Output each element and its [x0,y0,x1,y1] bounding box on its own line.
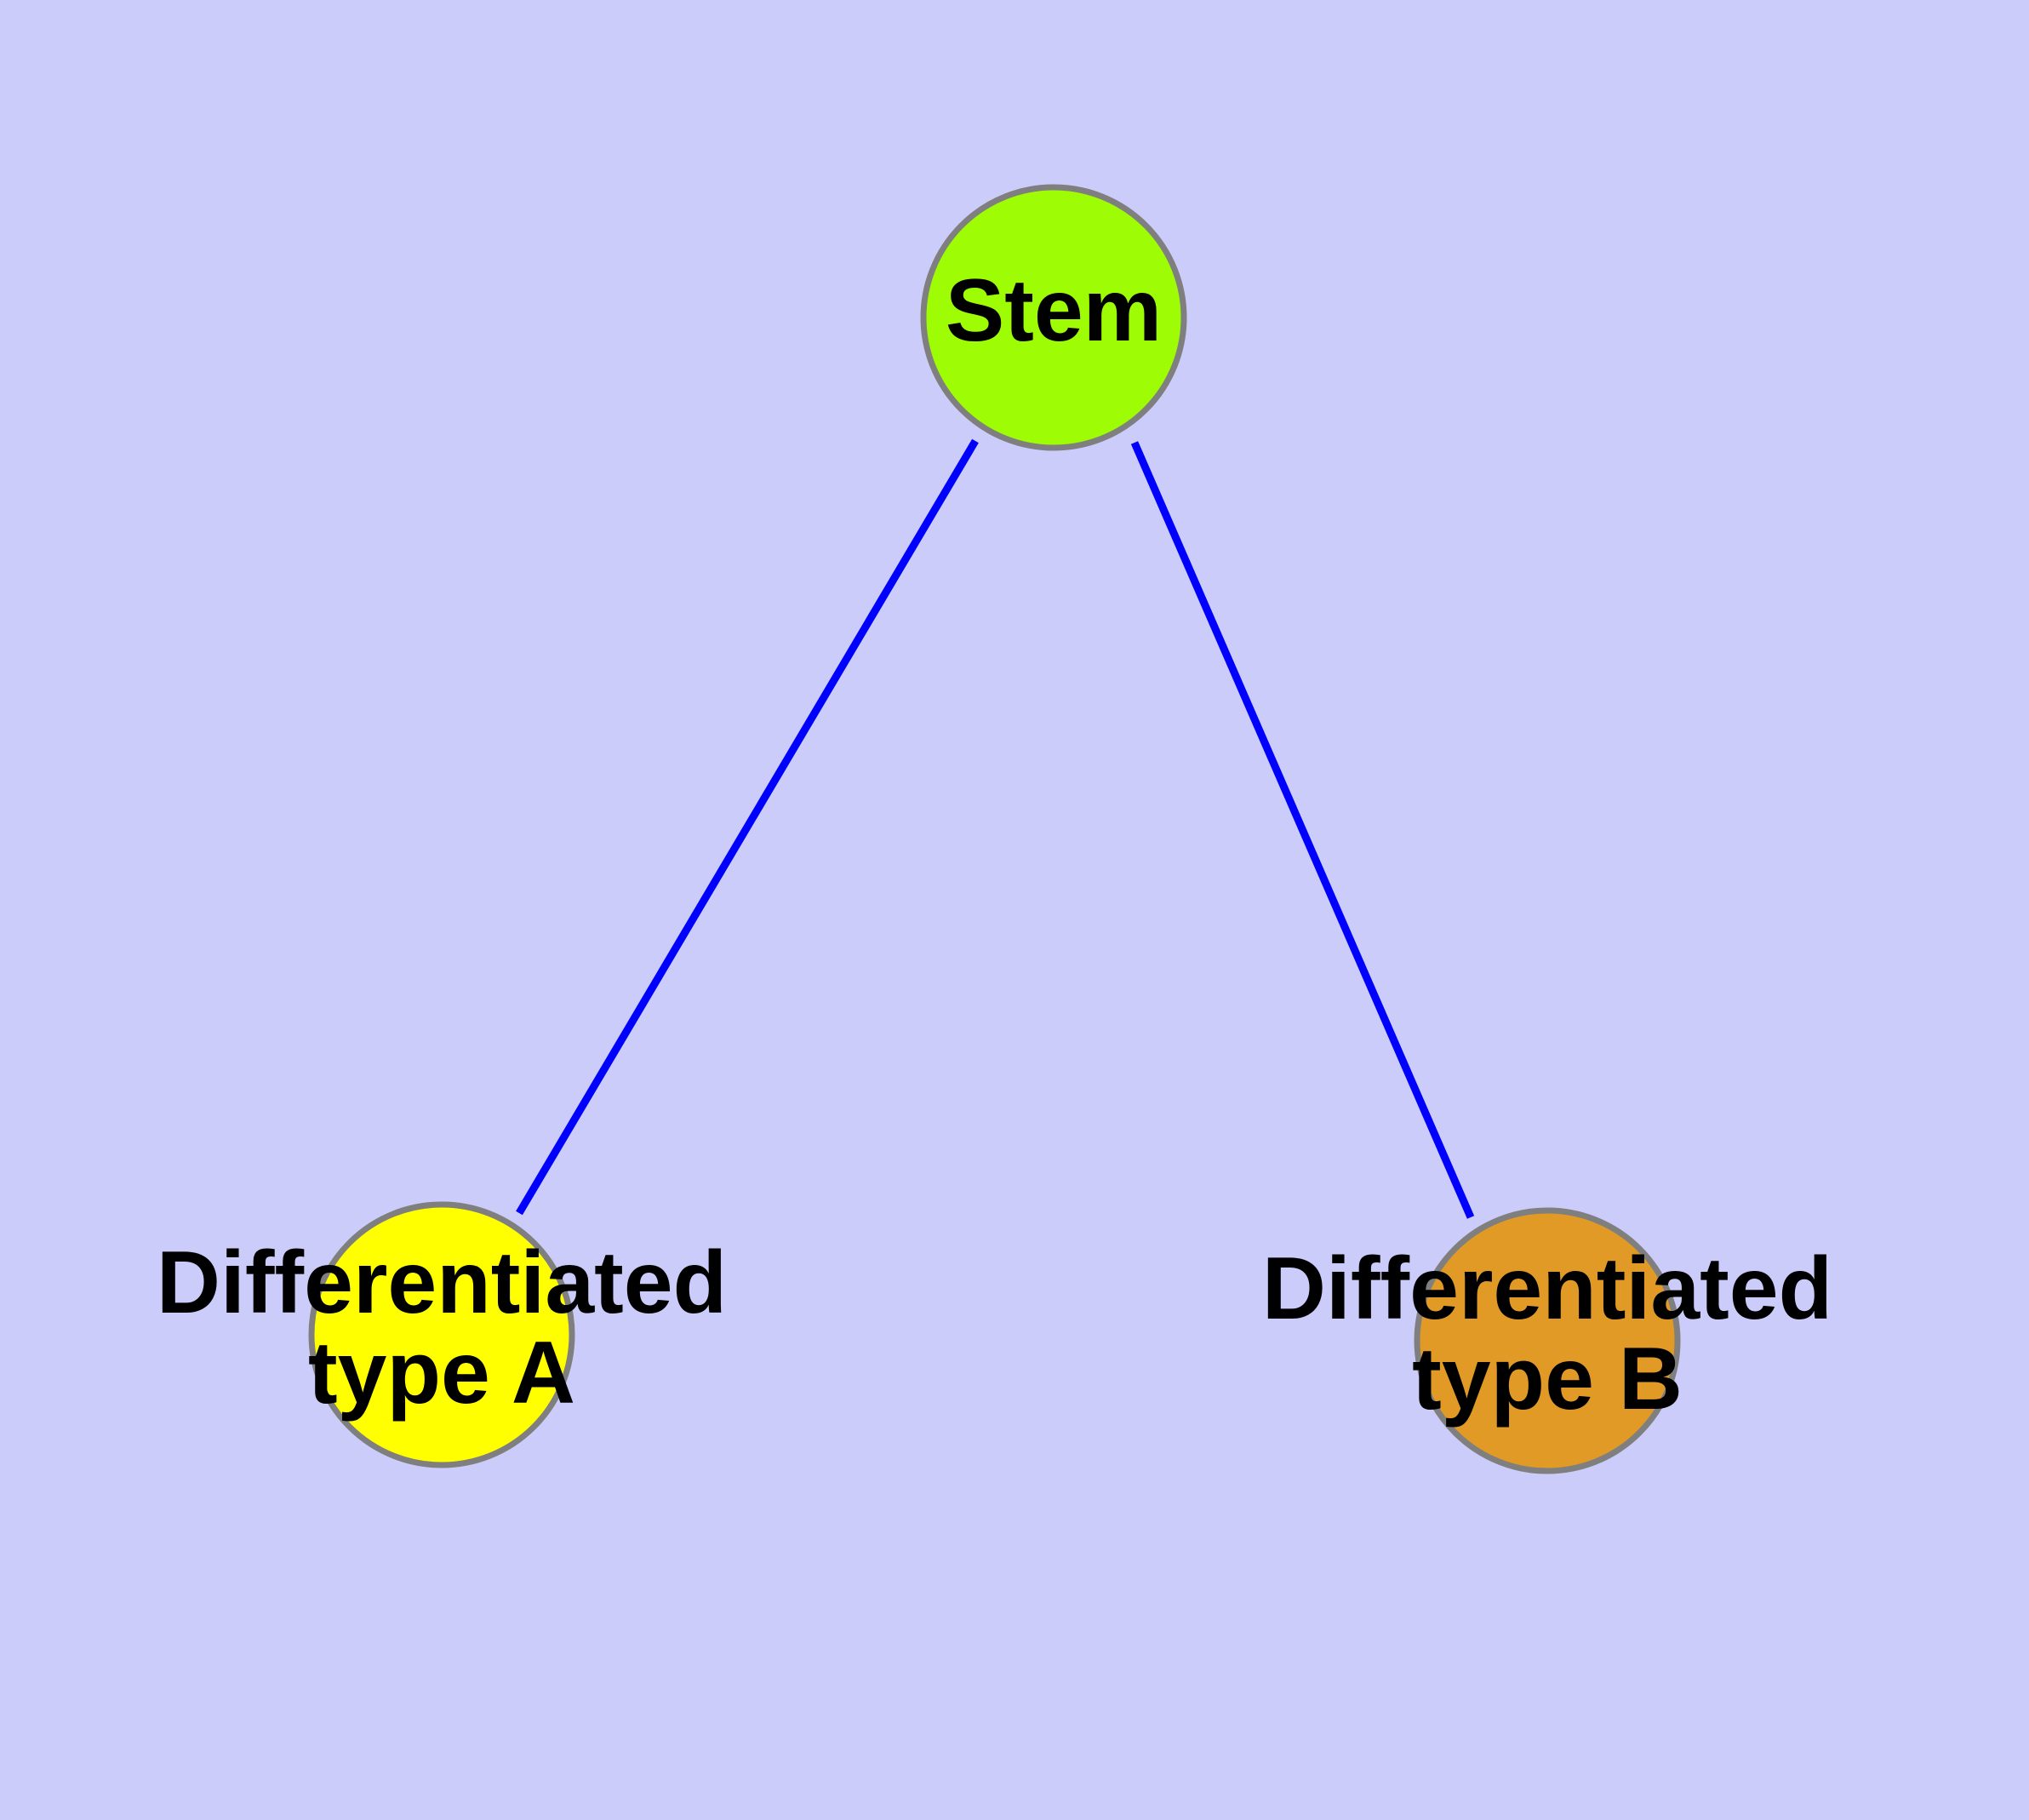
edge-layer [516,438,1475,1219]
differentiated-type-b-node-circle[interactable] [1414,1207,1681,1474]
edge-stem-to-differentiated-type-b[interactable] [1130,441,1475,1219]
node-stem[interactable]: Stem [920,184,1187,451]
edge-stem-to-differentiated-type-a[interactable] [516,438,979,1216]
stem-node-label: Stem [946,261,1162,360]
differentiated-type-a-node-circle[interactable] [308,1201,575,1468]
stem-node-circle[interactable] [920,184,1187,451]
